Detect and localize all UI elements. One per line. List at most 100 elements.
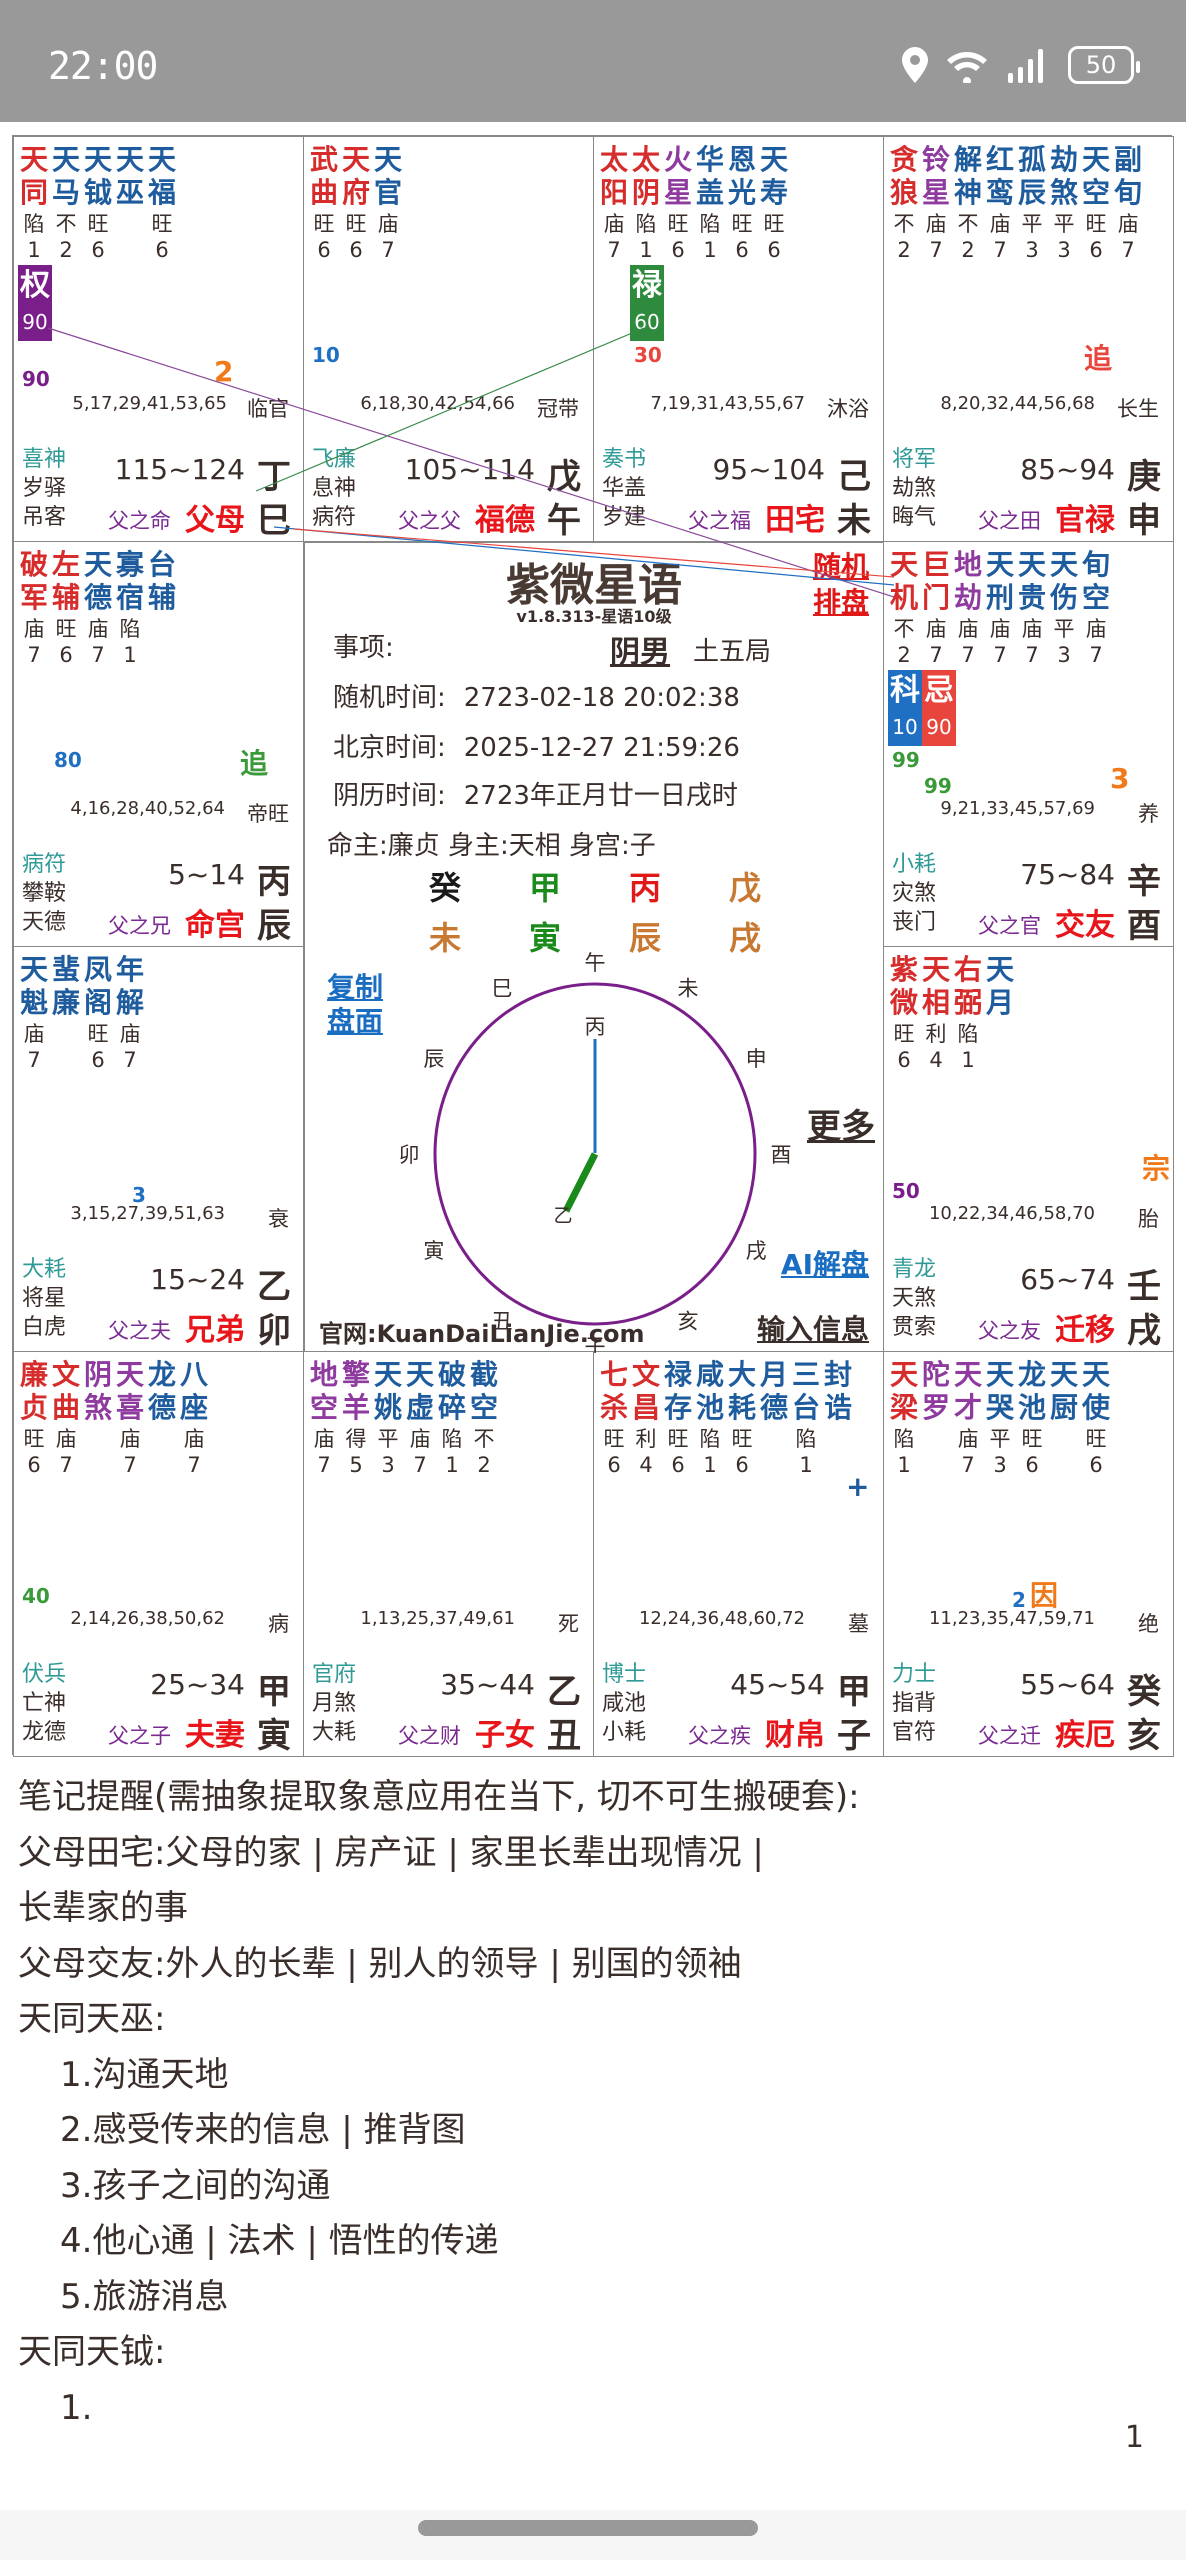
- marker-tag[interactable]: 3: [1110, 762, 1130, 795]
- marker-tag[interactable]: 2: [214, 355, 234, 388]
- palace-name[interactable]: 田宅: [765, 503, 825, 538]
- star-item[interactable]: 封诰: [822, 1358, 854, 1478]
- star-item[interactable]: 台辅: [146, 548, 178, 668]
- palace-name[interactable]: 交友: [1055, 908, 1115, 943]
- palace-name[interactable]: 财帛: [765, 1718, 825, 1753]
- palace-name[interactable]: 官禄: [1055, 503, 1115, 538]
- marker-tag[interactable]: 追: [1084, 342, 1113, 375]
- star-item[interactable]: 阴煞: [82, 1358, 114, 1478]
- marker-tag[interactable]: 宗: [1142, 1152, 1171, 1185]
- marker-tag[interactable]: 因: [1030, 1579, 1059, 1612]
- star-item[interactable]: 龙德: [146, 1358, 178, 1478]
- star-item[interactable]: 陀罗: [920, 1358, 952, 1478]
- palace-name[interactable]: 命宫: [185, 908, 245, 943]
- website-link[interactable]: 官网:KuanDaiLianJie.com: [319, 1320, 645, 1348]
- yin-yang-gender[interactable]: 阴男: [610, 635, 670, 670]
- palace-name[interactable]: 夫妻: [185, 1718, 245, 1753]
- star-item[interactable]: 月德: [758, 1358, 790, 1478]
- palace-name[interactable]: 疾厄: [1055, 1718, 1115, 1753]
- palace-name[interactable]: 子女: [475, 1718, 535, 1753]
- palace-name[interactable]: 迁移: [1055, 1313, 1115, 1348]
- home-indicator[interactable]: [418, 2520, 758, 2536]
- copy-chart-button[interactable]: 复制盘面: [327, 971, 384, 1038]
- more-button[interactable]: 更多: [807, 1107, 875, 1147]
- star-item[interactable]: 天月: [984, 953, 1016, 1073]
- star-item[interactable]: 天厨: [1048, 1358, 1080, 1478]
- palace-name[interactable]: 兄弟: [185, 1313, 245, 1348]
- random-chart-button[interactable]: 随机排盘: [812, 550, 869, 619]
- marker-tag[interactable]: 追: [240, 747, 269, 780]
- marker-plus[interactable]: +: [846, 1470, 870, 1503]
- input-info-button[interactable]: 输入信息: [756, 1313, 869, 1346]
- star-item[interactable]: 蜚廉: [50, 953, 82, 1073]
- ai-interpret-button[interactable]: AI解盘: [780, 1248, 869, 1281]
- palace-name[interactable]: 父母: [185, 503, 245, 538]
- star-item[interactable]: 天巫: [114, 143, 146, 263]
